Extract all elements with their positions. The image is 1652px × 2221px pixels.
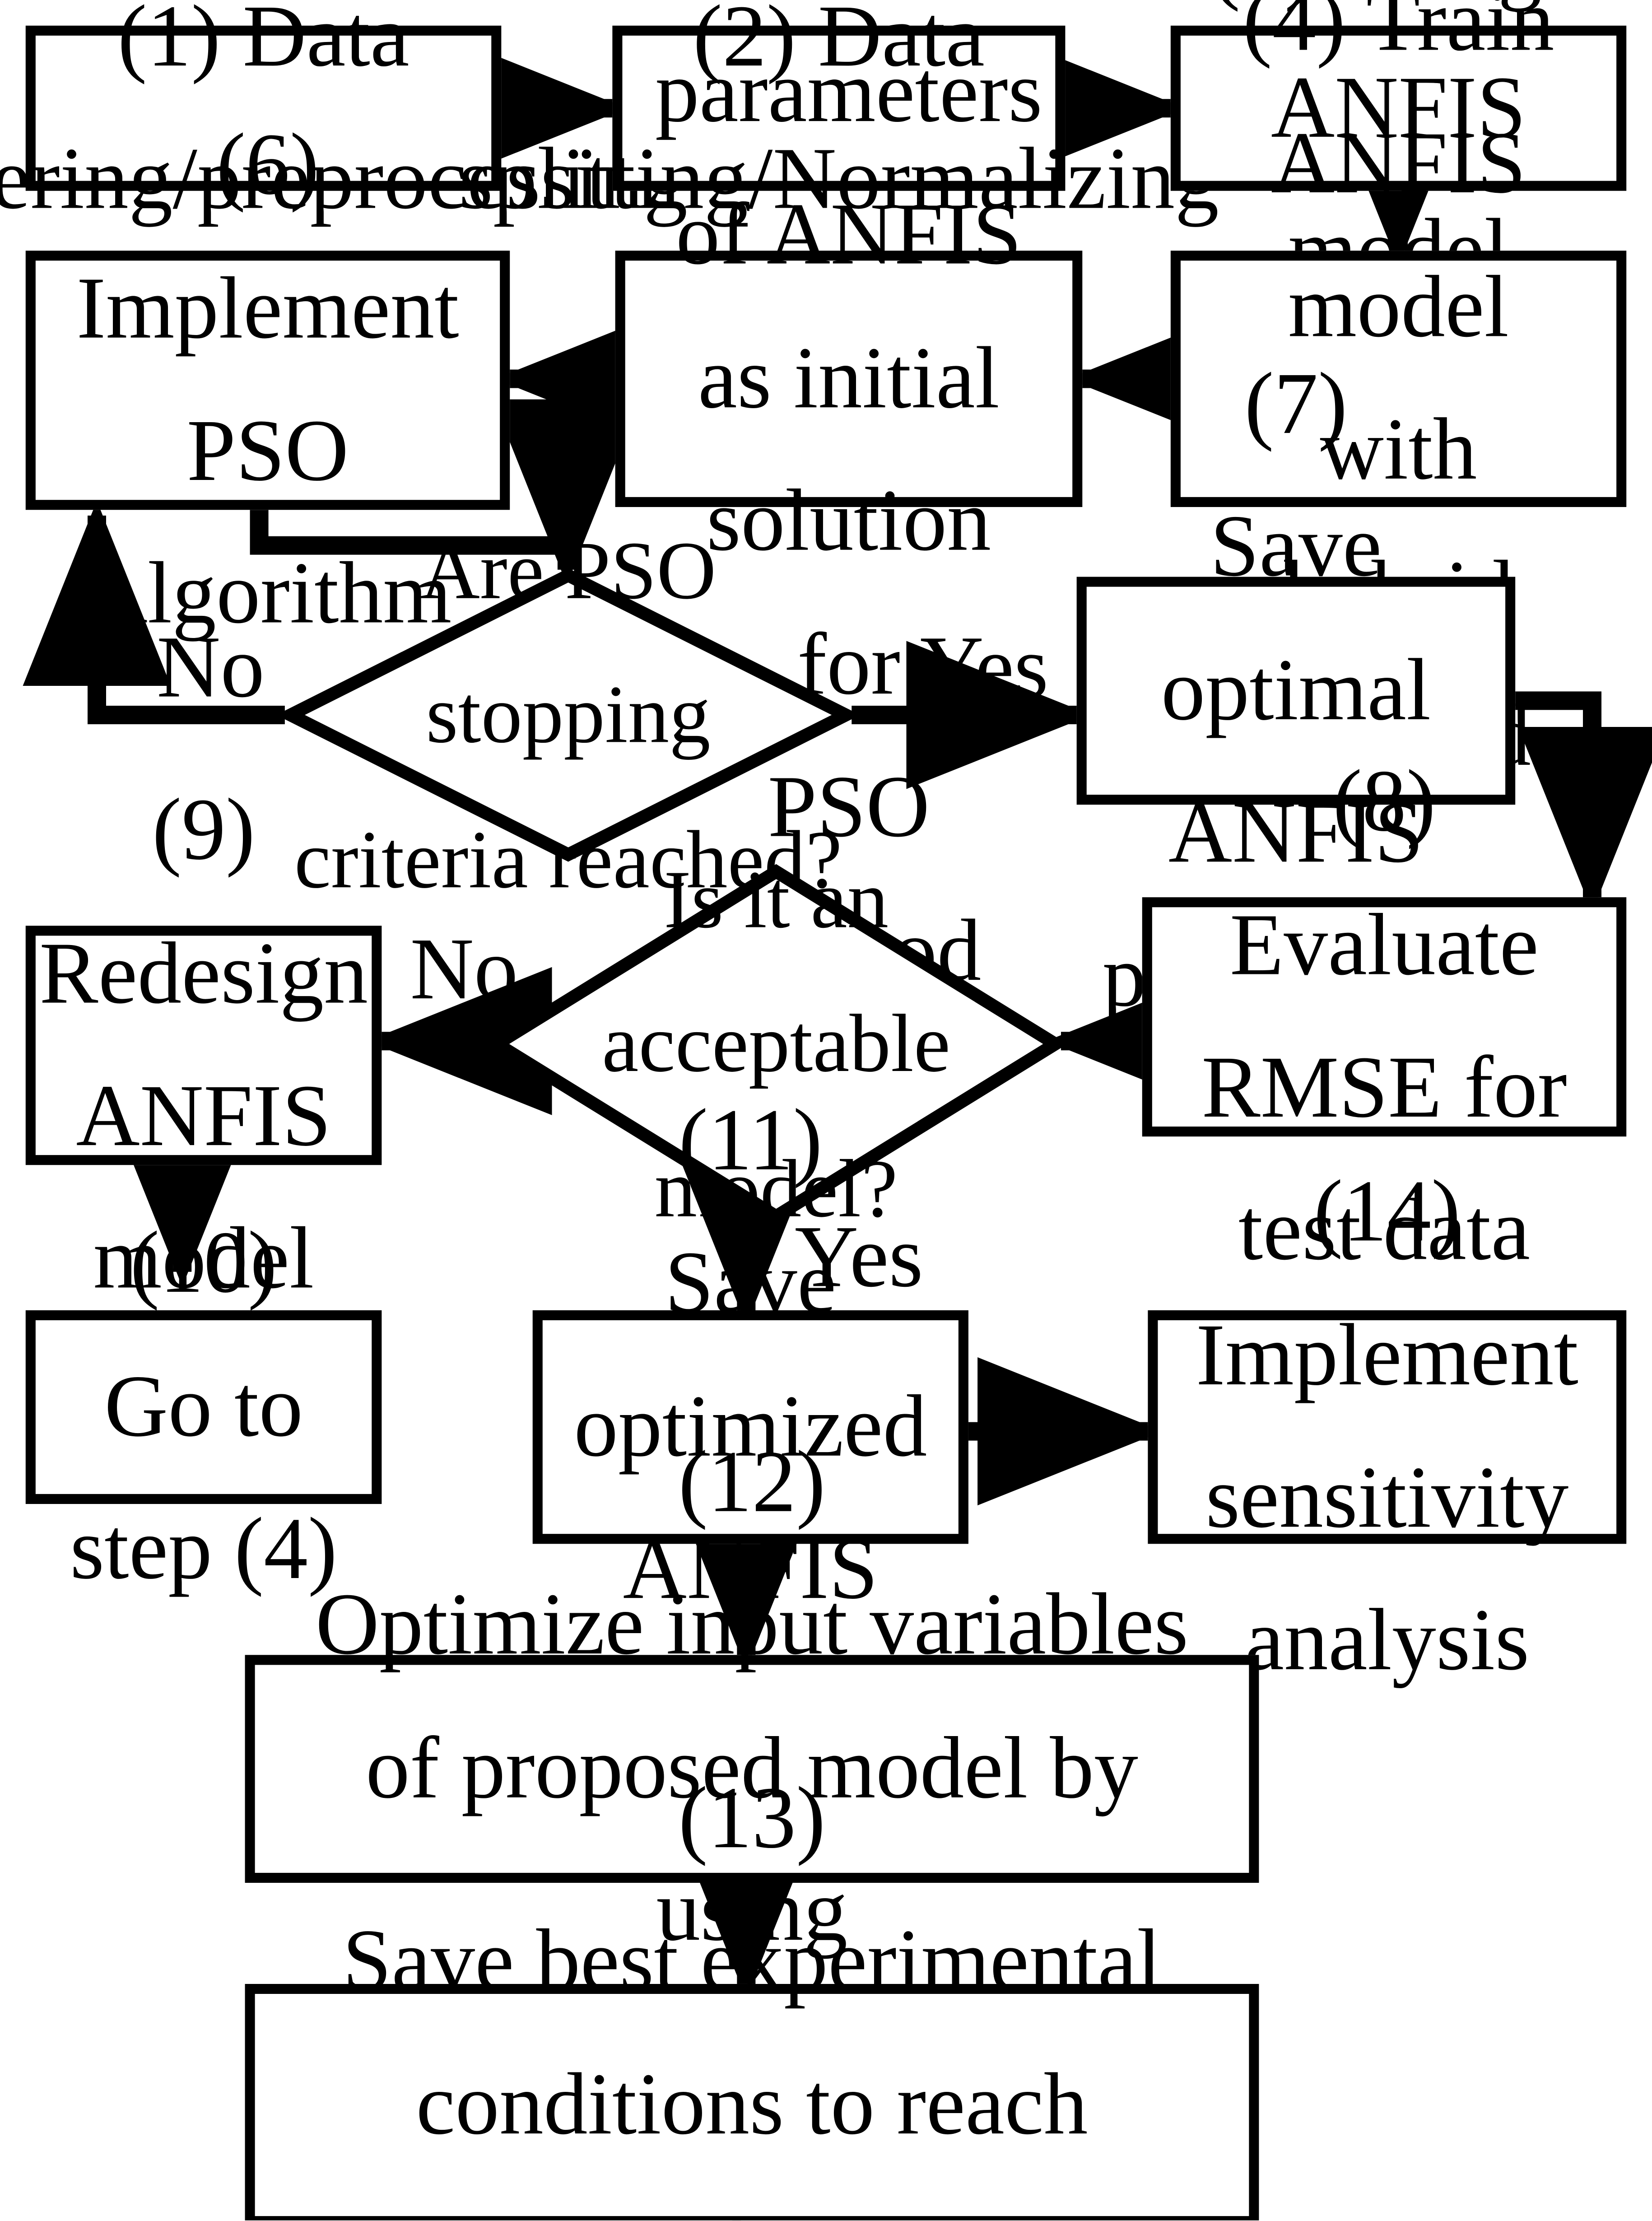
node-5-use-parameters[interactable]: (5) Use all obtained parameters of ANFIS… (615, 44, 1083, 999)
node-1-label: (1) Data gathering/preprocessing (0, 0, 688, 228)
edge-label-yes-pso: Yes (920, 619, 1049, 717)
edge-label-yes-acceptable: Yes (795, 1209, 923, 1306)
edge-label-no-pso: No (156, 619, 265, 717)
node-14-sensitivity-analysis[interactable]: (14) Implement sensitivity analysis (1148, 1164, 1627, 1690)
decision-1-shape (276, 568, 861, 862)
node-14-label: (14) Implement sensitivity analysis (1196, 1164, 1578, 1690)
node-6-implement-pso[interactable]: (6) Implement PSO Algorithm (25, 117, 510, 643)
node-13-label: (13) Save best experimental conditions t… (342, 1770, 1162, 2221)
node-9-label: (9) Redesign ANFIS model (39, 782, 368, 1308)
node-1-data-gathering[interactable]: (1) Data gathering/preprocessing (0, 0, 688, 228)
edge-label-no-acceptable: No (410, 921, 518, 1019)
node-13-save-best-conditions[interactable]: (13) Save best experimental conditions t… (245, 1770, 1259, 2221)
node-8-evaluate-rmse[interactable]: (8) Evaluate RMSE for test data (1142, 754, 1627, 1280)
node-9-redesign-anfis[interactable]: (9) Redesign ANFIS model (25, 782, 382, 1308)
node-8-label: (8) Evaluate RMSE for test data (1201, 754, 1567, 1280)
